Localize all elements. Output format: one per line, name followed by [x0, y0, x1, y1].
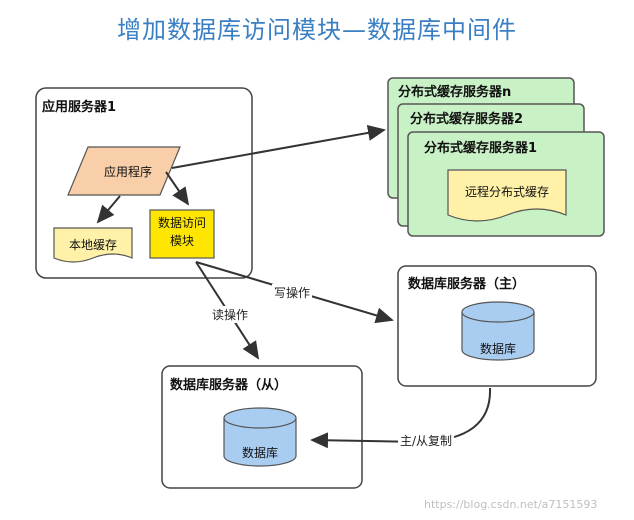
remote-cache-shape [447, 169, 567, 222]
arrow-app-to-cache [171, 124, 386, 169]
app-program-shape [67, 146, 181, 196]
db-access-module-box [149, 209, 215, 259]
app-server-label: 应用服务器1 [42, 100, 117, 115]
app-program-label: 应用程序 [103, 165, 152, 179]
db-master-cylinder [461, 301, 535, 361]
replicate-label: 主/从复制 [398, 432, 455, 449]
write-op-label: 写操作 [272, 284, 313, 301]
db-slave-label: 数据库服务器（从） [170, 378, 288, 393]
db-master-db-label: 数据库 [479, 342, 516, 356]
cache-server-2-label: 分布式缓存服务器2 [410, 112, 524, 127]
db-slave-db-label: 数据库 [241, 446, 278, 460]
db-master-label: 数据库服务器（主） [408, 277, 526, 292]
local-cache-label: 本地缓存 [68, 238, 117, 252]
read-op-label: 读操作 [210, 306, 251, 323]
cache-server-1-label: 分布式缓存服务器1 [424, 141, 538, 156]
watermark: https://blog.csdn.net/a7151593 [424, 498, 598, 511]
arrow-app-to-db-access [165, 171, 190, 206]
db-access-module-label: 数据访问 模块 [157, 216, 206, 248]
remote-cache-label: 远程分布式缓存 [464, 185, 549, 199]
page-title: 增加数据库访问模块—数据库中间件 [117, 16, 517, 44]
arrow-app-to-local-cache [96, 195, 121, 224]
local-cache-shape [53, 227, 133, 263]
db-slave-cylinder [223, 407, 297, 467]
cache-server-n-label: 分布式缓存服务器n [398, 85, 512, 100]
